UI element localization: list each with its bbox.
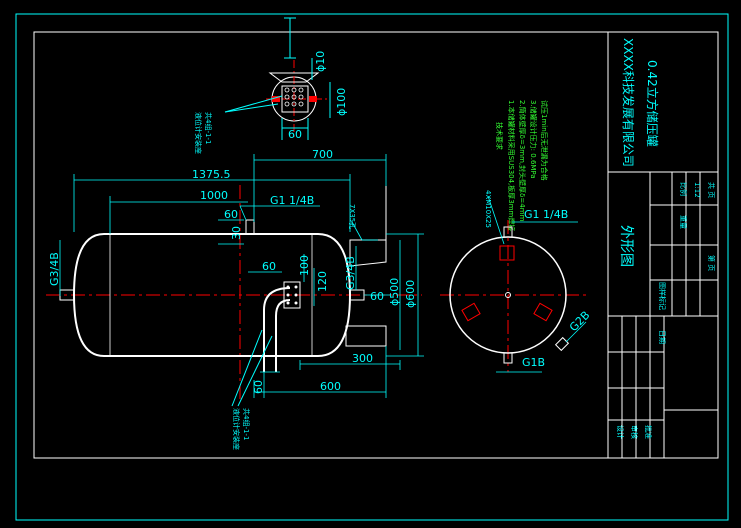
scale-value: 1:12 [693,182,701,198]
end-port-top [499,245,515,261]
note-line-2: 2.筒体壁厚δ=3mm,封头壁厚δ=4mm [518,100,527,222]
dim-30: 30 [230,226,243,240]
end-nozzle-g2b [554,336,570,352]
end-dim-g114: G1 1/4B [524,208,568,221]
bottom-callout: 液位计安装座 共4组-1-1 [231,329,273,450]
drain-pipe [263,287,291,372]
view-name: 外形图 [618,225,634,267]
note-line-1: 1.本储罐材料采用SUS304,板厚3mm焊接 [507,100,516,231]
dim-120: 120 [316,271,329,292]
dim-300: 300 [352,352,373,365]
dim-1000: 1000 [200,189,228,202]
top-callout-1: 液位计安装座 [194,112,203,154]
end-dim-g2b: G2B [567,309,593,335]
outer-border [15,13,729,521]
bottom-callout-1: 液位计安装座 [232,408,241,450]
end-nozzle-top [503,226,513,238]
checked-label: 审核 [630,425,639,439]
support-label: 7X35孔 [348,204,356,229]
top-detail-view: ϕ10 ϕ100 60 液位计安装座 共4组-1-1 [194,17,348,154]
drawn-label: 设计 [616,425,625,439]
notes-heading: 技术要求 [495,122,504,150]
dim-1375: 1375.5 [192,168,231,181]
note-line-4: 试压1min后无泄漏为合格 [540,100,549,181]
dim-60-b: 60 [262,260,276,273]
end-port-right [533,302,553,322]
dim-phi10: ϕ10 [314,51,327,72]
end-tag: 4XM10X25 [484,190,492,228]
vessel-end-view: G1 1/4B G1B G2B 4XM10X25 [440,190,593,373]
dim-60-d: 60 [252,380,265,394]
dim-g114: G1 1/4B [270,194,314,207]
dim-100-top: 100 [298,255,311,276]
scale-label: 比例 [679,182,688,196]
sheet-label-2: 第 页 [707,255,716,271]
dim-g34-left: G3/4B [48,252,61,286]
product-name: 0.42立方储压罐 [645,60,660,147]
main-dimension-texts: 700 1375.5 1000 G1 1/4B G3/4B 30 60 60 1… [48,148,417,394]
stage-label: 图样标记 [658,282,667,310]
inner-frame [33,31,719,459]
dim-phi100: ϕ100 [335,88,348,116]
title-block: XXXX科技发展有限公司 0.42立方储压罐 外形图 比例 1:12 共 页 第… [607,31,719,459]
sheet-label: 共 页 [707,182,716,198]
bottom-callout-2: 共4组-1-1 [242,408,251,440]
dim-60-c: 60 [370,290,384,303]
company-name: XXXX科技发展有限公司 [621,38,636,167]
vessel-shell [72,233,352,357]
dim-g34-right: G3/4B [344,256,357,290]
level-gauge-seat [283,281,301,309]
main-dimensions [59,154,424,398]
dim-700: 700 [312,148,333,161]
approved-label: 批准 [644,425,653,439]
dim-600-bottom: 600 [320,380,341,393]
end-port-left [461,302,481,322]
dim-detail-60: 60 [288,128,302,141]
dim-phi500: ϕ500 [388,278,401,306]
note-line-3: 3.储罐设计压力: 0.6MPa [529,100,538,179]
dim-phi600: ϕ600 [404,280,417,308]
date-label: 日期 [658,330,666,344]
top-callout-2: 共4组-1-1 [204,112,213,144]
top-nozzle [245,219,255,235]
tech-notes: 技术要求 1.本储罐材料采用SUS304,板厚3mm焊接 2.筒体壁厚δ=3mm… [495,100,549,231]
saddle-support-lower [345,325,387,347]
dim-60-a: 60 [224,208,238,221]
weight-label: 重量 [679,215,687,229]
end-nozzle-bottom [503,352,513,364]
end-dim-g1b: G1B [522,356,545,369]
